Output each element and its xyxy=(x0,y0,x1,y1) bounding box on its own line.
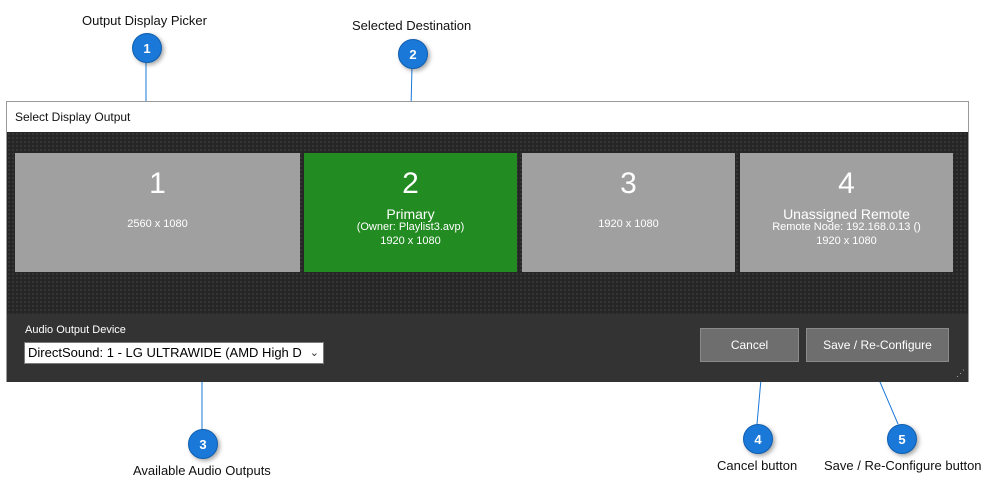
resize-grip-icon[interactable]: ⋰ xyxy=(956,368,965,378)
chevron-down-icon[interactable]: ⌄ xyxy=(309,347,319,359)
callout-badge-1: 1 xyxy=(132,33,162,63)
cancel-button[interactable]: Cancel xyxy=(700,328,799,362)
display-resolution: 2560 x 1080 xyxy=(127,218,188,230)
display-tile-3[interactable]: 3 1920 x 1080 xyxy=(522,153,735,272)
output-display-picker: 1 2560 x 1080 2 Primary (Owner: Playlist… xyxy=(7,132,968,314)
display-tile-1[interactable]: 1 2560 x 1080 xyxy=(15,153,300,272)
dialog-title: Select Display Output xyxy=(7,102,968,132)
audio-output-label: Audio Output Device xyxy=(25,324,126,336)
display-number: 4 xyxy=(838,167,855,200)
callout-label-4: Cancel button xyxy=(717,458,798,473)
display-number: 1 xyxy=(149,167,166,200)
callout-badge-5: 5 xyxy=(887,424,917,454)
display-name: Unassigned Remote xyxy=(783,206,910,222)
display-name: Primary xyxy=(386,206,435,222)
callout-badge-2: 2 xyxy=(398,39,428,69)
callout-label-2: Selected Destination xyxy=(352,18,472,33)
display-owner: (Owner: Playlist3.avp) xyxy=(356,221,465,233)
dialog-footer: Audio Output Device DirectSound: 1 - LG … xyxy=(7,314,968,382)
display-tile-2[interactable]: 2 Primary (Owner: Playlist3.avp) 1920 x … xyxy=(304,153,517,272)
audio-output-value: DirectSound: 1 - LG ULTRAWIDE (AMD High … xyxy=(28,345,302,360)
callout-label-1: Output Display Picker xyxy=(82,13,207,28)
display-resolution: 1920 x 1080 xyxy=(598,218,659,230)
display-number: 2 xyxy=(402,167,419,200)
display-resolution: 1920 x 1080 xyxy=(380,235,441,247)
callout-badge-4: 4 xyxy=(743,424,773,454)
display-number: 3 xyxy=(620,167,637,200)
select-display-output-dialog: Select Display Output 1 2560 x 1080 2 Pr… xyxy=(6,101,969,382)
callout-label-3: Available Audio Outputs xyxy=(133,463,271,478)
callout-badge-3: 3 xyxy=(188,429,218,459)
callout-label-5: Save / Re-Configure button xyxy=(824,458,982,473)
audio-output-select[interactable]: DirectSound: 1 - LG ULTRAWIDE (AMD High … xyxy=(24,342,324,364)
save-reconfigure-button[interactable]: Save / Re-Configure xyxy=(806,328,949,362)
display-remote-node: Remote Node: 192.168.0.13 () xyxy=(772,221,921,233)
display-resolution: 1920 x 1080 xyxy=(816,235,877,247)
display-tile-4[interactable]: 4 Unassigned Remote Remote Node: 192.168… xyxy=(740,153,953,272)
